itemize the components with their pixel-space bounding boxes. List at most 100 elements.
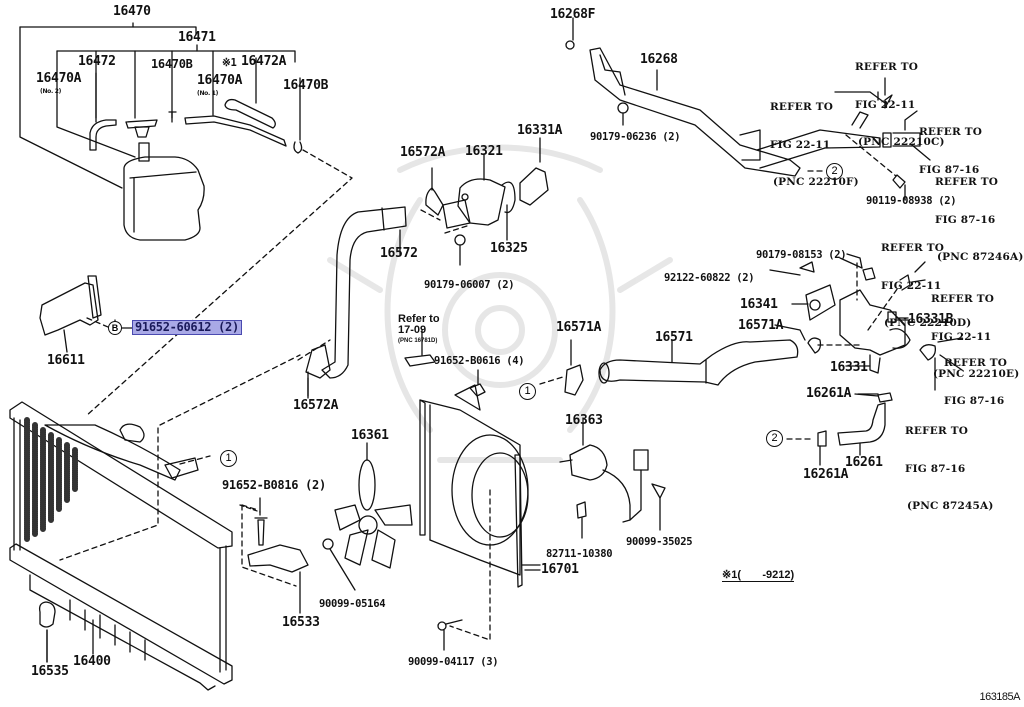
- refer-f-leader: [834, 91, 886, 104]
- refer-link-22210d[interactable]: REFER TO FIG 22-11 (PNC 22210D): [881, 217, 971, 355]
- refer-d-line1: REFER TO: [881, 242, 945, 254]
- part-label-16701[interactable]: 16701: [541, 562, 579, 577]
- part-label-90179-08153[interactable]: 90179-08153 (2): [756, 249, 847, 261]
- connector-marker-2-hose: 2: [766, 430, 783, 447]
- refer-8716a-line1: REFER TO: [919, 126, 983, 138]
- part-label-16472[interactable]: 16472: [78, 54, 116, 69]
- connector-marker-1-hose: 1: [519, 383, 536, 400]
- refer-87246a-line1: REFER TO: [935, 176, 999, 188]
- refer-17-line1: Refer to: [398, 313, 440, 325]
- watermark-emblem: [327, 144, 673, 463]
- part-label-16261a-bottom[interactable]: 16261A: [803, 467, 849, 482]
- upper-hose-16572-drawing: [305, 167, 444, 397]
- bracket-dash: [239, 504, 261, 513]
- small-hose-16261-drawing: [817, 392, 893, 466]
- part-label-16572a-bottom[interactable]: 16572A: [293, 398, 339, 413]
- refer-c-line2: FIG 22-11: [855, 98, 916, 111]
- refer-87245a-line3: (PNC 87245A): [907, 500, 994, 512]
- part-label-16572[interactable]: 16572: [380, 246, 418, 261]
- part-label-90179-06007[interactable]: 90179-06007 (2): [424, 279, 515, 291]
- bypass-pipe-16268-drawing: [565, 17, 921, 201]
- part-label-16361[interactable]: 16361: [351, 428, 389, 443]
- part-label-16470b-upper[interactable]: 16470B: [151, 57, 193, 71]
- refer-17-line2: 17-09: [398, 324, 427, 336]
- part-label-16470a-no1[interactable]: 16470A: [197, 73, 243, 88]
- part-label-16261a-top[interactable]: 16261A: [806, 386, 852, 401]
- radiator-drawing: [9, 401, 233, 691]
- part-label-16321[interactable]: 16321: [465, 144, 503, 159]
- part-label-16470a-no2[interactable]: 16470A: [36, 71, 82, 86]
- part-label-16261[interactable]: 16261: [845, 455, 883, 470]
- fan-16361-drawing: [322, 442, 413, 591]
- part-label-90099-05164[interactable]: 90099-05164: [319, 598, 386, 610]
- part-label-16470[interactable]: 16470: [113, 4, 151, 19]
- part-label-90099-04117[interactable]: 90099-04117 (3): [408, 656, 499, 668]
- refer-c-line1: REFER TO: [855, 61, 919, 73]
- refer-to-17-09-link[interactable]: Refer to 17-09 (PNC 16781D): [398, 314, 440, 347]
- part-label-16571[interactable]: 16571: [655, 330, 693, 345]
- pad-drawing: [404, 354, 436, 367]
- part-label-16331b[interactable]: 16331B: [908, 312, 954, 327]
- part-label-91652-60612-highlighted[interactable]: 91652-60612 (2): [132, 320, 242, 335]
- part-label-82711-10380[interactable]: 82711-10380: [546, 548, 613, 560]
- refer-f-line2: FIG 22-11: [770, 138, 831, 151]
- part-label-90099-35025[interactable]: 90099-35025: [626, 536, 693, 548]
- part-label-16472a[interactable]: 16472A: [241, 54, 287, 69]
- part-label-91652-b0816[interactable]: 91652-B0816 (2): [222, 478, 326, 492]
- screw-drawing: [437, 619, 463, 651]
- thermostat-group-drawing: [442, 137, 549, 266]
- connector-marker-1-radiator: 1: [220, 450, 237, 467]
- refer-87245a-line2: FIG 87-16: [905, 462, 966, 475]
- refer-c-line3: (PNC 22210C): [858, 136, 945, 148]
- part-label-16471[interactable]: 16471: [178, 30, 216, 45]
- refer-e-line2: FIG 22-11: [931, 330, 992, 343]
- footnote-date-range: ※1( -9212): [722, 569, 795, 582]
- clamp-right-leader: [774, 324, 806, 341]
- bracket-16611-drawing: [39, 275, 102, 353]
- part-label-16268f[interactable]: 16268F: [550, 7, 596, 22]
- part-label-16268[interactable]: 16268: [640, 52, 678, 67]
- part-label-16363[interactable]: 16363: [565, 413, 603, 428]
- part-label-16572a-top[interactable]: 16572A: [400, 145, 446, 160]
- part-label-16325[interactable]: 16325: [490, 241, 528, 256]
- refer-link-22210c[interactable]: REFER TO FIG 22-11 (PNC 22210C): [855, 36, 945, 174]
- refer-link-22210e[interactable]: REFER TO FIG 22-11 (PNC 22210E): [931, 268, 1019, 406]
- part-label-16571a-right[interactable]: 16571A: [738, 318, 784, 333]
- refer-f-line3: (PNC 22210F): [773, 176, 859, 188]
- refer-8716b-line1: REFER TO: [944, 357, 1008, 369]
- fan-motor-16363-drawing: [559, 417, 666, 539]
- part-label-16331a[interactable]: 16331A: [517, 123, 563, 138]
- refer-d-line2: FIG 22-11: [881, 279, 942, 292]
- part-label-16535[interactable]: 16535: [31, 664, 69, 679]
- part-label-16400[interactable]: 16400: [73, 654, 111, 669]
- part-label-16533[interactable]: 16533: [282, 615, 320, 630]
- part-label-90119-08938[interactable]: 90119-08938 (2): [866, 195, 957, 207]
- part-label-16341[interactable]: 16341: [740, 297, 778, 312]
- reservoir-tank-drawing: [89, 98, 303, 241]
- figure-id: 163185A: [979, 691, 1020, 703]
- refer-87246a-line3: (PNC 87246A): [937, 251, 1024, 263]
- refer-8716-leader: [904, 110, 918, 131]
- refer-link-fig-87-16-a[interactable]: REFER TO FIG 87-16: [919, 101, 982, 201]
- nut-leader: [846, 253, 863, 269]
- part-label-16331[interactable]: 16331: [830, 360, 868, 375]
- footnote-mark: ※1: [222, 57, 237, 69]
- refer-link-87245a[interactable]: REFER TO FIG 87-16 (PNC 87245A): [905, 400, 994, 538]
- refer-link-87246a[interactable]: REFER TO FIG 87-16 (PNC 87246A): [935, 151, 1024, 289]
- lower-hose-16571-drawing: [598, 339, 799, 386]
- part-label-90179-06236[interactable]: 90179-06236 (2): [590, 131, 681, 143]
- part-label-16470b-lower[interactable]: 16470B: [283, 78, 329, 93]
- part-label-16611[interactable]: 16611: [47, 353, 85, 368]
- part-label-16571a-left[interactable]: 16571A: [556, 320, 602, 335]
- refer-17-pnc: (PNC 16781D): [398, 338, 438, 344]
- bracket-16533-drawing: [247, 497, 309, 614]
- clamp-16571a-left-drawing: [564, 339, 584, 396]
- refer-link-fig-87-16-b[interactable]: REFER TO FIG 87-16: [944, 332, 1007, 432]
- water-outlet-16331-drawing: [769, 257, 963, 391]
- fan-shroud-16701-drawing: [419, 384, 541, 588]
- refer-8716a-line2: FIG 87-16: [919, 163, 980, 176]
- part-label-92122-60822[interactable]: 92122-60822 (2): [664, 272, 755, 284]
- part-label-91652-b0616[interactable]: 91652-B0616 (4): [434, 355, 525, 367]
- refer-link-22210f[interactable]: REFER TO FIG 22-11 (PNC 22210F): [770, 76, 859, 214]
